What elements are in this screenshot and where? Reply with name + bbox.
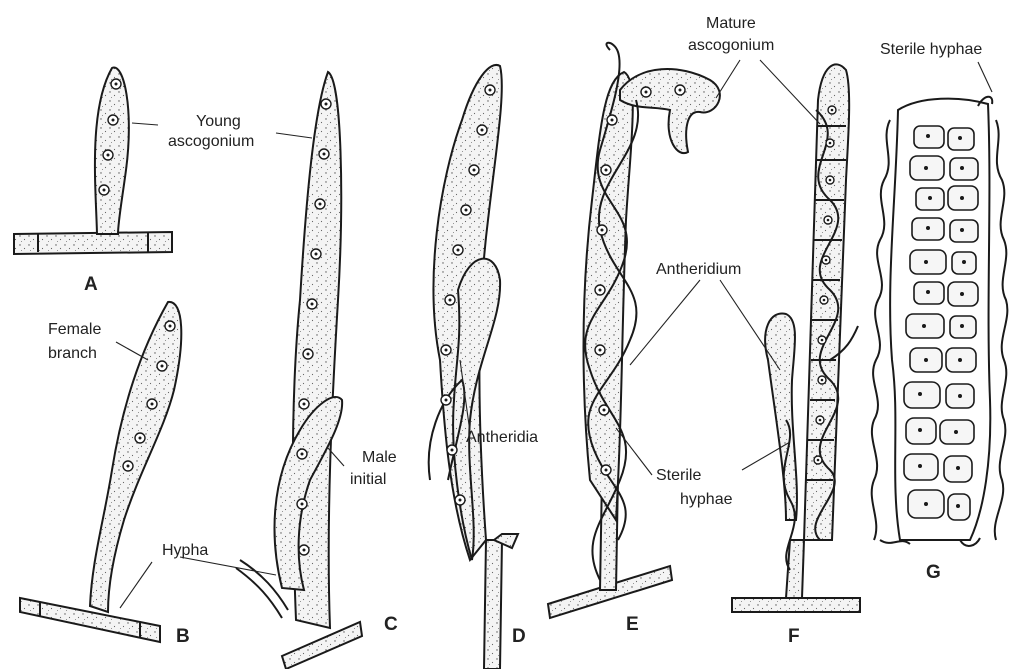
label-mature-ascogonium-line2: ascogonium — [688, 37, 774, 54]
label-mature-ascogonium-line1: Mature — [706, 15, 756, 32]
panel-label-c: C — [384, 614, 398, 635]
label-female-branch-line1: Female — [48, 321, 101, 338]
label-sterile-hyphae-e-line2: hyphae — [680, 491, 733, 508]
label-hypha: Hypha — [162, 542, 208, 559]
label-sterile-hyphae-e-line1: Sterile — [656, 467, 701, 484]
panel-g-sterile-hyphae-section — [872, 97, 1008, 546]
panel-label-e: E — [626, 614, 639, 635]
label-young-ascogonium-line1: Young — [196, 113, 241, 130]
panel-label-a: A — [84, 274, 98, 295]
label-young-ascogonium-line2: ascogonium — [168, 133, 254, 150]
label-male-initial-line2: initial — [350, 471, 386, 488]
label-antheridia: Antheridia — [466, 429, 538, 446]
label-sterile-hyphae-g: Sterile hyphae — [880, 41, 982, 58]
panel-c-male-initial — [236, 72, 362, 669]
panel-b-female-branch — [20, 302, 181, 642]
label-female-branch-line2: branch — [48, 345, 97, 362]
panel-e-coiled-ascogonium — [548, 43, 720, 618]
panel-label-f: F — [788, 626, 800, 647]
panel-a-young-female-branch — [14, 67, 172, 254]
panel-d-antheridia — [429, 65, 518, 669]
panel-label-d: D — [512, 626, 526, 647]
label-male-initial-line1: Male — [362, 449, 397, 466]
panel-label-g: G — [926, 562, 941, 583]
panel-label-b: B — [176, 626, 190, 647]
panel-f-segmented-ascogonium — [732, 64, 860, 612]
label-antheridium: Antheridium — [656, 261, 741, 278]
